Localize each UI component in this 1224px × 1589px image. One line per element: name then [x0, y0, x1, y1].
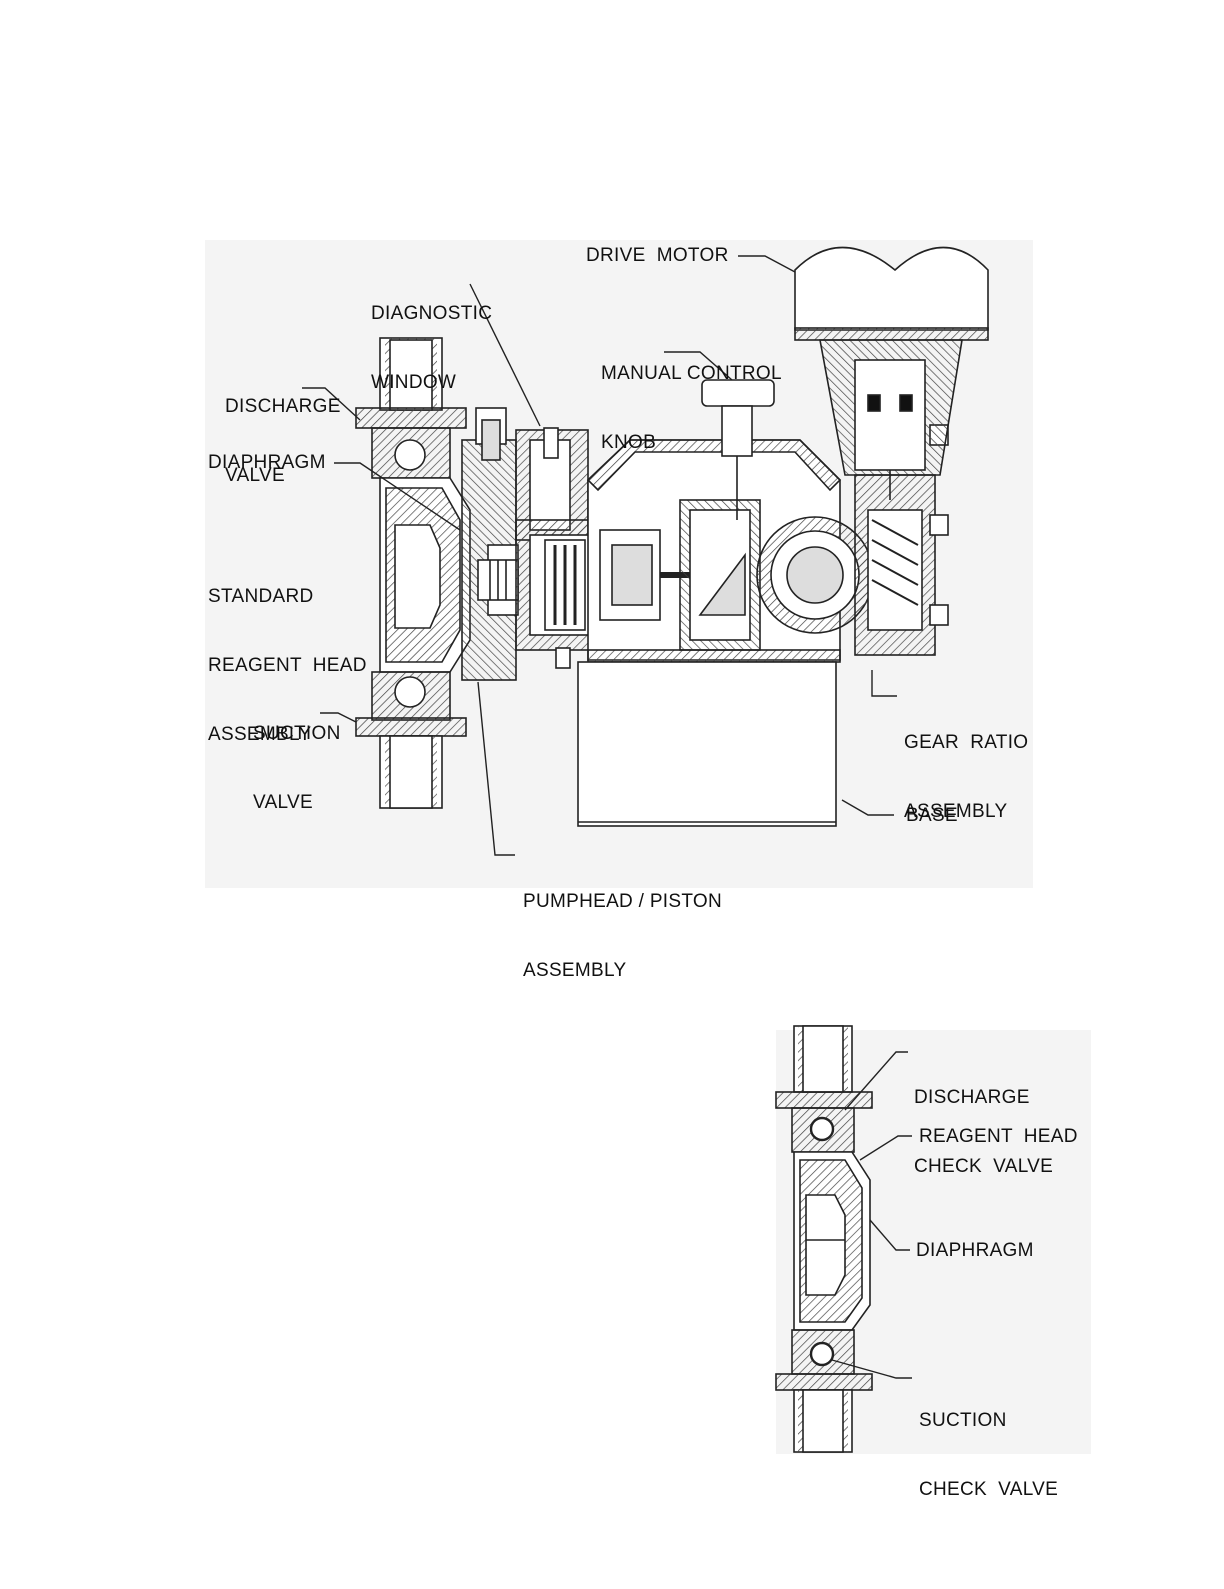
label-line: STANDARD	[208, 586, 314, 607]
label-line: DISCHARGE	[225, 396, 341, 417]
label-line: VALVE	[225, 465, 285, 486]
label-line: VALVE	[253, 792, 313, 813]
label-line: CHECK VALVE	[914, 1156, 1054, 1177]
label-drive-motor: DRIVE MOTOR	[586, 245, 729, 266]
label-line: SUCTION	[919, 1410, 1007, 1431]
label-gear-ratio-assembly: GEAR RATIO ASSEMBLY	[904, 685, 1028, 846]
label-line: ASSEMBLY	[523, 960, 627, 981]
label-line: REAGENT HEAD	[208, 655, 367, 676]
piston-cylinder	[515, 519, 597, 651]
reagent-head-valves	[355, 337, 471, 809]
label-line: DIAGNOSTIC	[371, 303, 493, 324]
label-line: WINDOW	[371, 372, 457, 393]
label-discharge-valve: DISCHARGE VALVE	[225, 349, 341, 510]
label-manual-control-knob: MANUAL CONTROL KNOB	[601, 316, 782, 477]
label-line: PUMPHEAD / PISTON	[523, 891, 723, 912]
base	[555, 647, 837, 827]
label-discharge-check-valve: DISCHARGE CHECK VALVE	[914, 1040, 1053, 1201]
label-diaphragm: DIAPHRAGM	[208, 452, 326, 473]
label-line: ASSEMBLY	[208, 724, 312, 745]
label-diagnostic-window: DIAGNOSTIC WINDOW	[371, 256, 492, 417]
label-base: BASE	[906, 805, 958, 826]
gear-housing	[586, 379, 874, 663]
label-line: CHECK VALVE	[919, 1479, 1059, 1500]
label-line: SUCTION	[253, 723, 341, 744]
label-standard-reagent-head-assembly: STANDARD REAGENT HEAD ASSEMBLY	[208, 539, 367, 769]
label-suction-check-valve: SUCTION CHECK VALVE	[919, 1363, 1058, 1524]
label-pumphead-piston-assembly: PUMPHEAD / PISTON ASSEMBLY	[523, 844, 722, 1005]
label-line: KNOB	[601, 432, 657, 453]
label-line: GEAR RATIO	[904, 732, 1029, 753]
label-suction-valve: SUCTION VALVE	[253, 676, 341, 837]
label-detail-diaphragm: DIAPHRAGM	[916, 1240, 1034, 1261]
label-line: ASSEMBLY	[904, 801, 1008, 822]
label-reagent-head: REAGENT HEAD	[919, 1126, 1078, 1147]
detail-valve-drawing	[775, 1025, 873, 1453]
label-line: MANUAL CONTROL	[601, 363, 782, 384]
leader-lines-main	[302, 255, 897, 856]
label-line: DISCHARGE	[914, 1087, 1030, 1108]
leader-lines-detail	[831, 1051, 912, 1379]
drive-motor	[794, 246, 989, 500]
